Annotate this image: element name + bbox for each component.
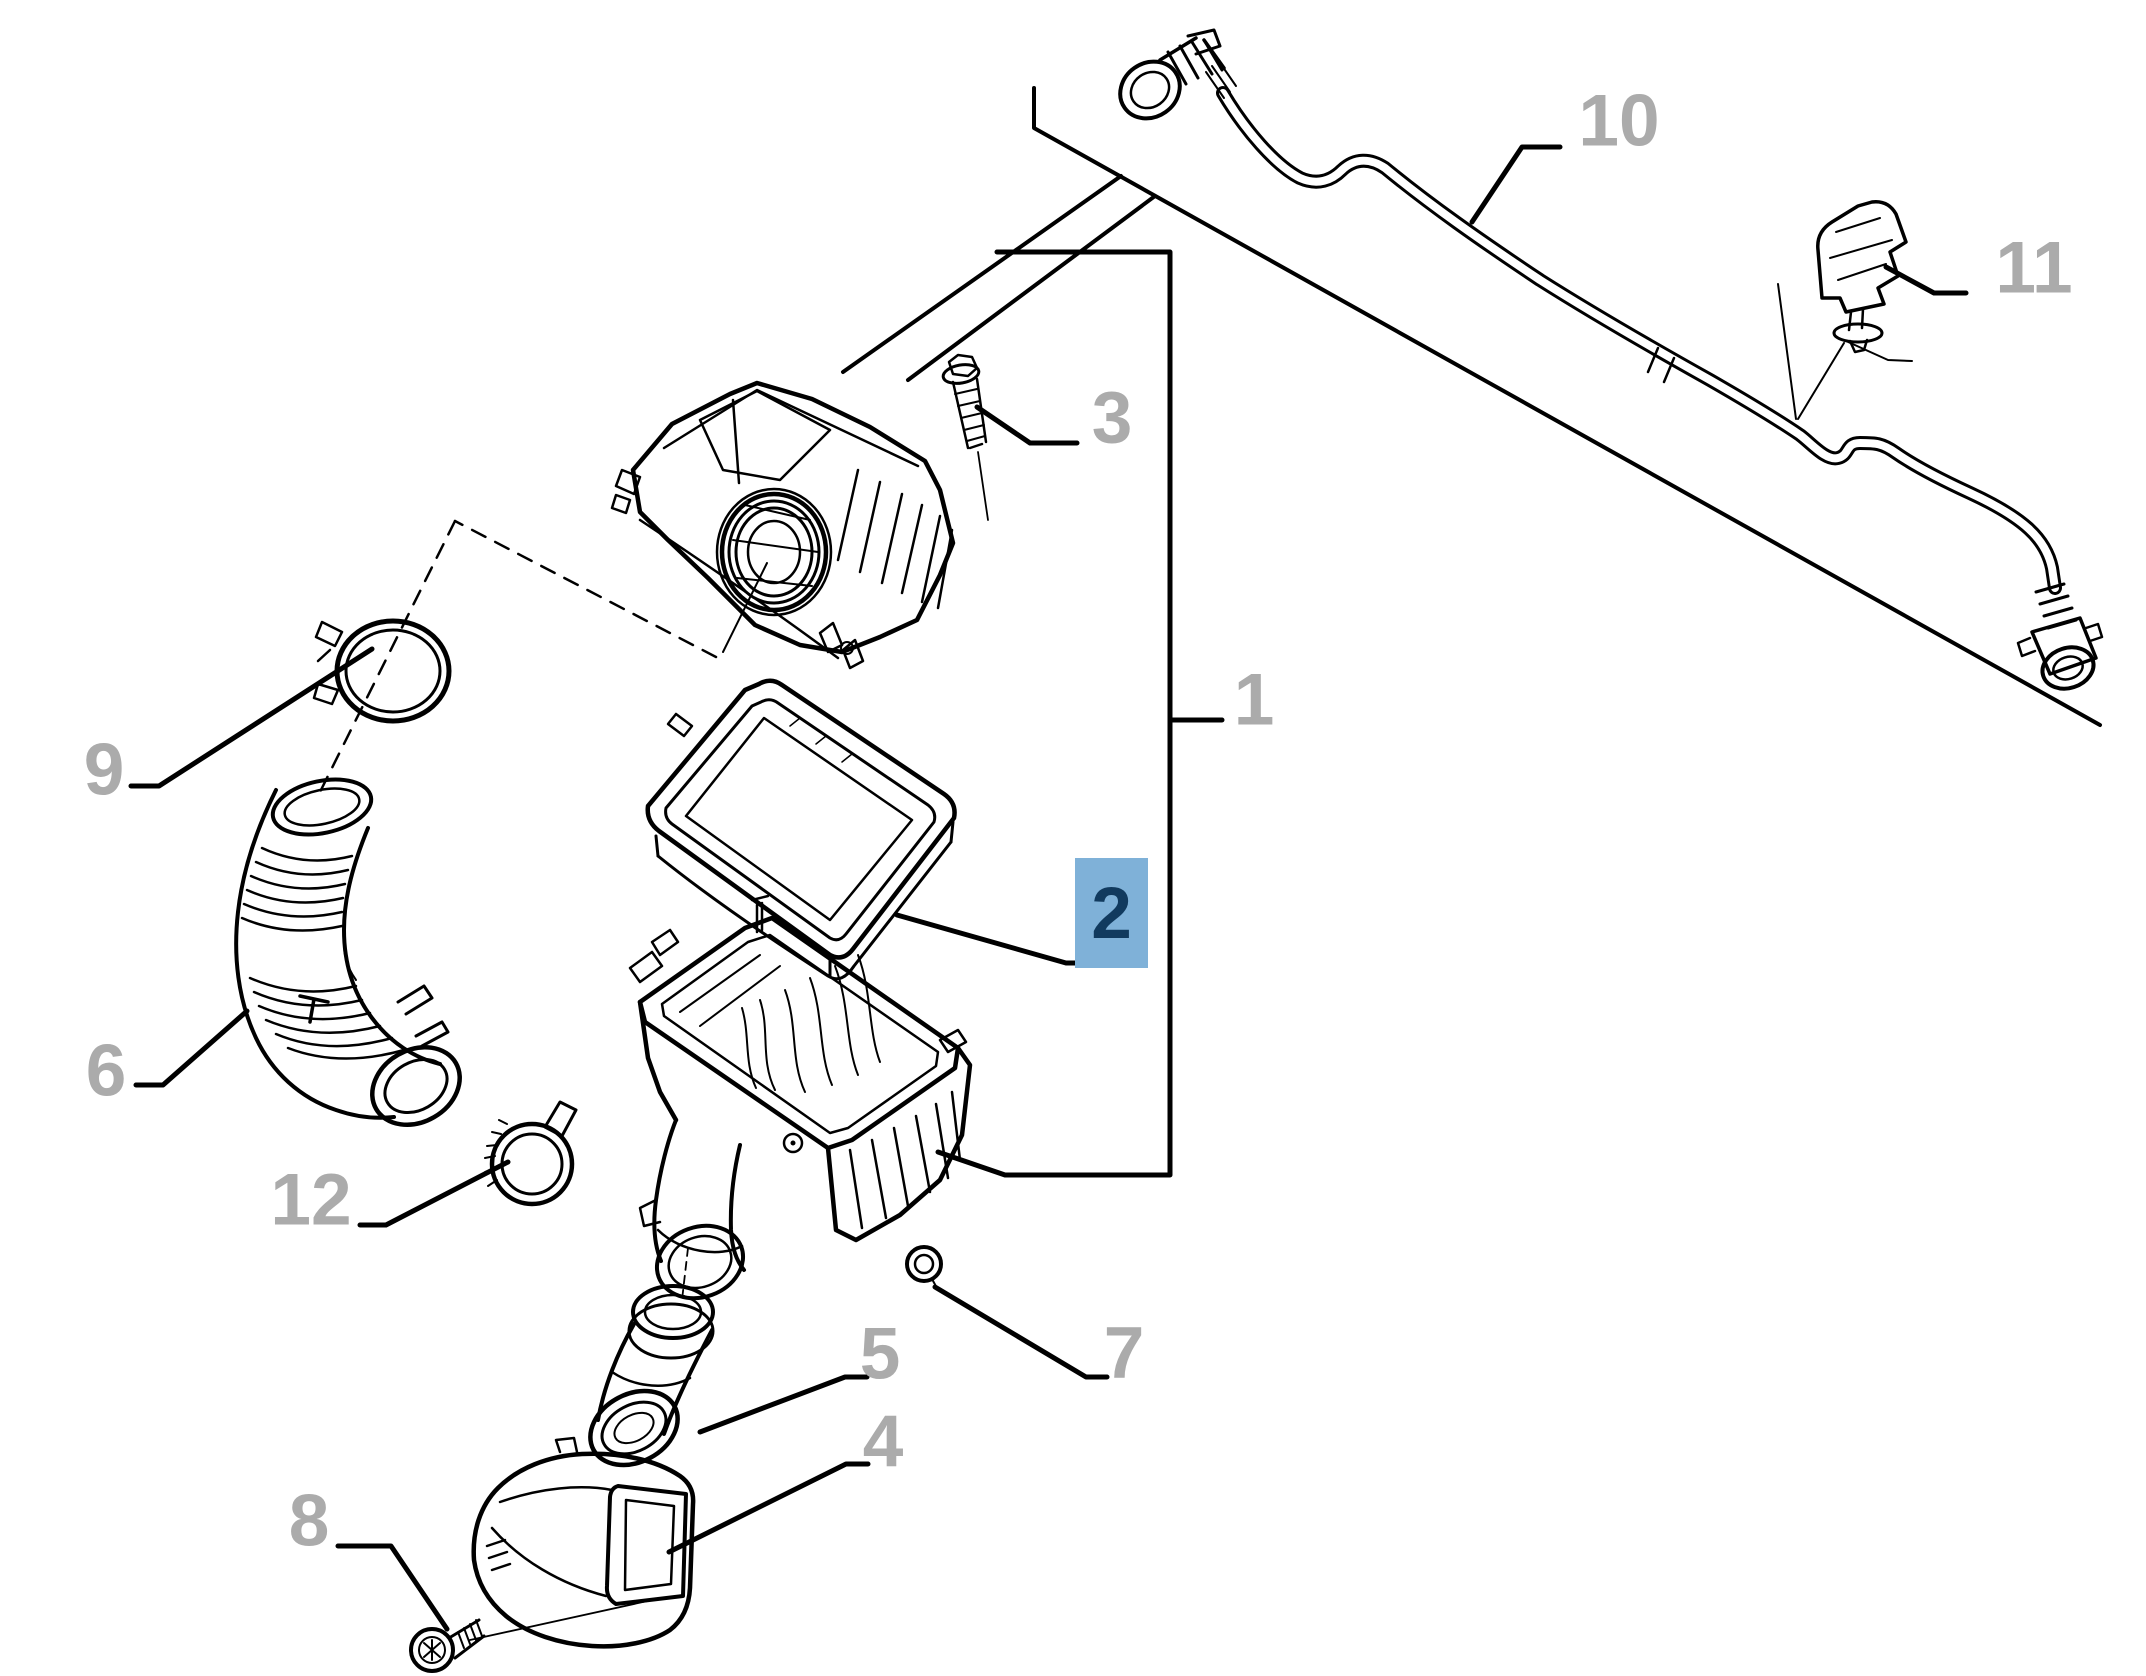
hose-nipple-2 [414, 1020, 450, 1048]
leader-lines [128, 144, 1969, 1632]
callout-5[interactable]: 5 [859, 1313, 901, 1395]
pipe-sleeve-marks [1646, 346, 1676, 384]
snorkel-screw-drawing [409, 1599, 653, 1673]
leader-4 [666, 1461, 871, 1555]
housing-interior-ribs [741, 954, 881, 1093]
leader-12 [357, 1159, 511, 1228]
intake-hose-drawing [234, 777, 462, 1127]
dashed-alignment-lines [314, 519, 718, 802]
leader-8 [335, 1543, 450, 1632]
pipe-end-connector [2016, 582, 2104, 691]
separator-line [841, 86, 2102, 727]
air-intake-snorkel-drawing [471, 1436, 696, 1649]
callout-6[interactable]: 6 [85, 1030, 127, 1112]
leader-7 [932, 1284, 1110, 1380]
grommet-drawing [905, 1245, 943, 1291]
callout-9[interactable]: 9 [83, 729, 125, 811]
callout-1[interactable]: 1 [1233, 659, 1275, 741]
hose-clamp-12-drawing [484, 1100, 578, 1207]
leader-3 [974, 404, 1080, 446]
air-duct-drawing [588, 1284, 715, 1468]
housing-outlet-snout [638, 1118, 746, 1301]
leader-9 [128, 646, 375, 789]
vapour-pipe-drawing [1118, 28, 2104, 691]
screw-axis-line [469, 1599, 653, 1641]
callout-10[interactable]: 10 [1578, 80, 1660, 162]
screw-axis-line [977, 451, 989, 521]
cover-inlet-ring [715, 487, 833, 617]
callout-11[interactable]: 11 [1995, 227, 2073, 309]
snout-axis-line [681, 1247, 689, 1301]
hose-t-mark [298, 994, 330, 1024]
air-filter-element-drawing [645, 678, 957, 981]
callout-12[interactable]: 12 [270, 1159, 352, 1241]
ring-axis-line [722, 562, 768, 653]
cover-ribs [836, 468, 954, 610]
housing-ribs [848, 1090, 962, 1230]
snorkel-vents [485, 1538, 512, 1572]
callout-3[interactable]: 3 [1091, 377, 1133, 459]
air-cleaner-housing-drawing [628, 894, 973, 1301]
leader-2 [894, 912, 1078, 966]
pipe-clip-drawing [1777, 200, 1913, 420]
callout-8[interactable]: 8 [288, 1480, 330, 1562]
hose-corrugation-lower [248, 976, 406, 1060]
hose-nipple-1 [396, 984, 434, 1016]
clip-position-leaders [1777, 283, 1845, 420]
leader-5 [697, 1374, 870, 1435]
callout-7[interactable]: 7 [1103, 1312, 1145, 1394]
cover-screw-drawing [941, 353, 989, 521]
hose-corrugation-upper [240, 846, 354, 932]
pipe-elbow-connector [1118, 28, 1237, 121]
leader-11 [1883, 264, 1969, 296]
callout-4[interactable]: 4 [862, 1401, 904, 1483]
assembly-bracket [935, 249, 1225, 1178]
callout-2-highlighted[interactable]: 2 [1075, 858, 1148, 968]
leader-6 [133, 1008, 250, 1088]
air-cleaner-cover-drawing [610, 380, 956, 670]
leader-10 [1469, 144, 1563, 225]
